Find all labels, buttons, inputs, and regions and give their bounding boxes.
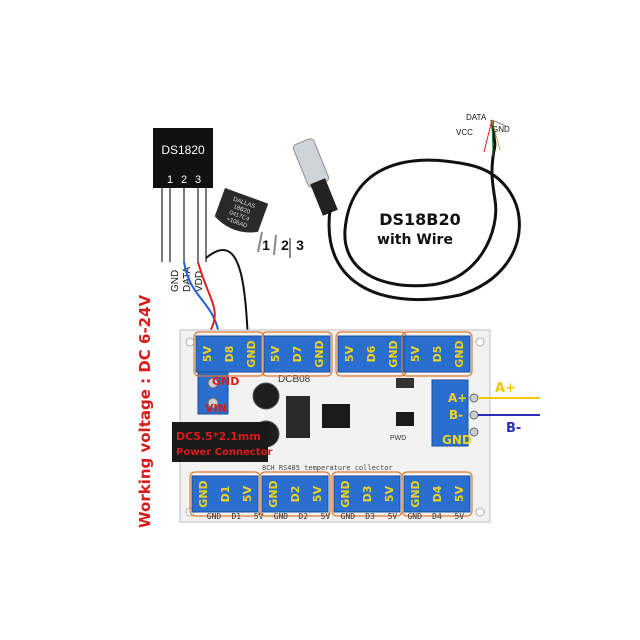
bottom-terminal-block-2	[261, 475, 329, 513]
top-terminal-block-4	[403, 335, 471, 373]
bottom-terminal-label: GND	[197, 480, 210, 507]
gnd-wire-black	[205, 249, 249, 341]
top-terminal-label: 5V	[409, 345, 422, 362]
bottom-silk-label: GND	[207, 512, 222, 521]
probe-label-line2: with Wire	[377, 232, 453, 248]
bottom-silk-label: 5V	[388, 512, 398, 521]
ds1820-pin-2: 2	[181, 174, 187, 186]
top-terminal-label: GND	[313, 340, 326, 367]
top-terminal-label: D6	[365, 345, 378, 362]
board-silk-title: 8CH RS485 temperature collector	[262, 464, 393, 472]
top-terminal-label: GND	[453, 340, 466, 367]
capacitor-1	[252, 382, 280, 410]
to92-mark-2: 18B20	[232, 204, 251, 216]
rs485-gnd-term: GND	[442, 433, 472, 447]
top-terminal-block-2	[263, 335, 331, 373]
to92-pin-1: 1	[262, 237, 270, 253]
rs485-a-label: A+	[495, 381, 516, 396]
top-terminal-label: 5V	[201, 345, 214, 362]
wire-label-gnd: GND	[170, 270, 181, 292]
top-terminal-label: D5	[431, 346, 444, 363]
probe-wire-data: DATA	[466, 113, 487, 122]
to92-sensor: DALLAS 18B20 0417C4 +106AD	[214, 188, 269, 233]
pwr-label: PWD	[390, 435, 406, 442]
to92-pin-3: 3	[296, 237, 304, 253]
bottom-silk-label: D2	[298, 512, 308, 521]
top-terminal-label: GND	[245, 340, 258, 367]
probe-wire-gnd: GND	[492, 125, 510, 134]
dc-jack-label-1: DC5.5*2.1mm	[176, 430, 261, 443]
top-terminal-label: D7	[291, 346, 304, 363]
bottom-silk-label: 5V	[254, 512, 264, 521]
bottom-terminal-block-4	[403, 475, 471, 513]
bottom-terminal-label: GND	[267, 480, 280, 507]
rs485-a-term: A+	[448, 391, 467, 405]
bottom-silk-label: 5V	[454, 512, 464, 521]
ds1820-pin-3: 3	[195, 174, 201, 186]
bottom-terminal-label: GND	[409, 480, 422, 507]
bottom-silk-label: D3	[365, 512, 375, 521]
top-terminal-label: D8	[223, 346, 236, 363]
bottom-silk-label: 5V	[321, 512, 331, 521]
bottom-terminal-label: D4	[431, 485, 444, 502]
ds1820-pin-1: 1	[167, 174, 173, 186]
power-vin-label: VIN	[205, 402, 227, 415]
top-terminal-block-1	[195, 335, 263, 373]
probe-wire-vcc: VCC	[456, 128, 473, 137]
bottom-silk: GND D1 5V GND D2 5V GND D3 5V GND D4 5V	[207, 512, 465, 521]
board-model: DCB08	[278, 374, 311, 385]
top-terminal-label: 5V	[269, 345, 282, 362]
bottom-terminal-block-1	[191, 475, 259, 513]
power-gnd-label: GND	[212, 375, 239, 388]
top-terminal-block-3	[337, 335, 405, 373]
bottom-silk-label: D1	[231, 512, 241, 521]
working-voltage-note: Working voltage : DC 6-24V	[136, 294, 154, 528]
dc-jack	[172, 422, 268, 462]
bottom-terminal-label: D3	[361, 486, 374, 503]
rs485-b-label: B-	[506, 421, 521, 436]
bottom-silk-label: GND	[341, 512, 356, 521]
wire-label-data: DATA	[182, 266, 193, 292]
main-ic	[322, 404, 350, 428]
probe-label-line1: DS18B20	[379, 210, 461, 229]
ds1820-chip-body	[153, 128, 213, 188]
bottom-terminal-label: GND	[339, 480, 352, 507]
bottom-terminal-label: D1	[219, 486, 232, 503]
rs485-terminal	[431, 379, 469, 447]
ds1820-chip: DS1820 1 2 3 GND DATA VDD	[153, 128, 213, 292]
data-wire-blue	[183, 261, 221, 341]
top-terminal-label: 5V	[343, 345, 356, 362]
bottom-terminal-label: 5V	[241, 485, 254, 502]
bottom-terminal-label: 5V	[383, 485, 396, 502]
voltage-regulator	[286, 396, 310, 438]
wire-label-vdd: VDD	[194, 271, 205, 292]
bottom-terminal-label: 5V	[453, 485, 466, 502]
bottom-silk-label: GND	[407, 512, 422, 521]
top-terminal-label: GND	[387, 340, 400, 367]
bottom-terminal-block-3	[333, 475, 401, 513]
bottom-terminal-label: 5V	[311, 485, 324, 502]
bottom-silk-label: D4	[432, 512, 442, 521]
to92-pin-2: 2	[281, 237, 289, 253]
ds18b20-probe: DATA VCC GND DS18B20 with Wire	[292, 113, 521, 302]
ds1820-chip-label: DS1820	[161, 143, 205, 157]
dc-jack-label-2: Power Connector	[176, 447, 272, 458]
bottom-silk-label: GND	[274, 512, 289, 521]
bottom-terminal-label: D2	[289, 486, 302, 503]
rs485-b-term: B-	[449, 408, 463, 422]
